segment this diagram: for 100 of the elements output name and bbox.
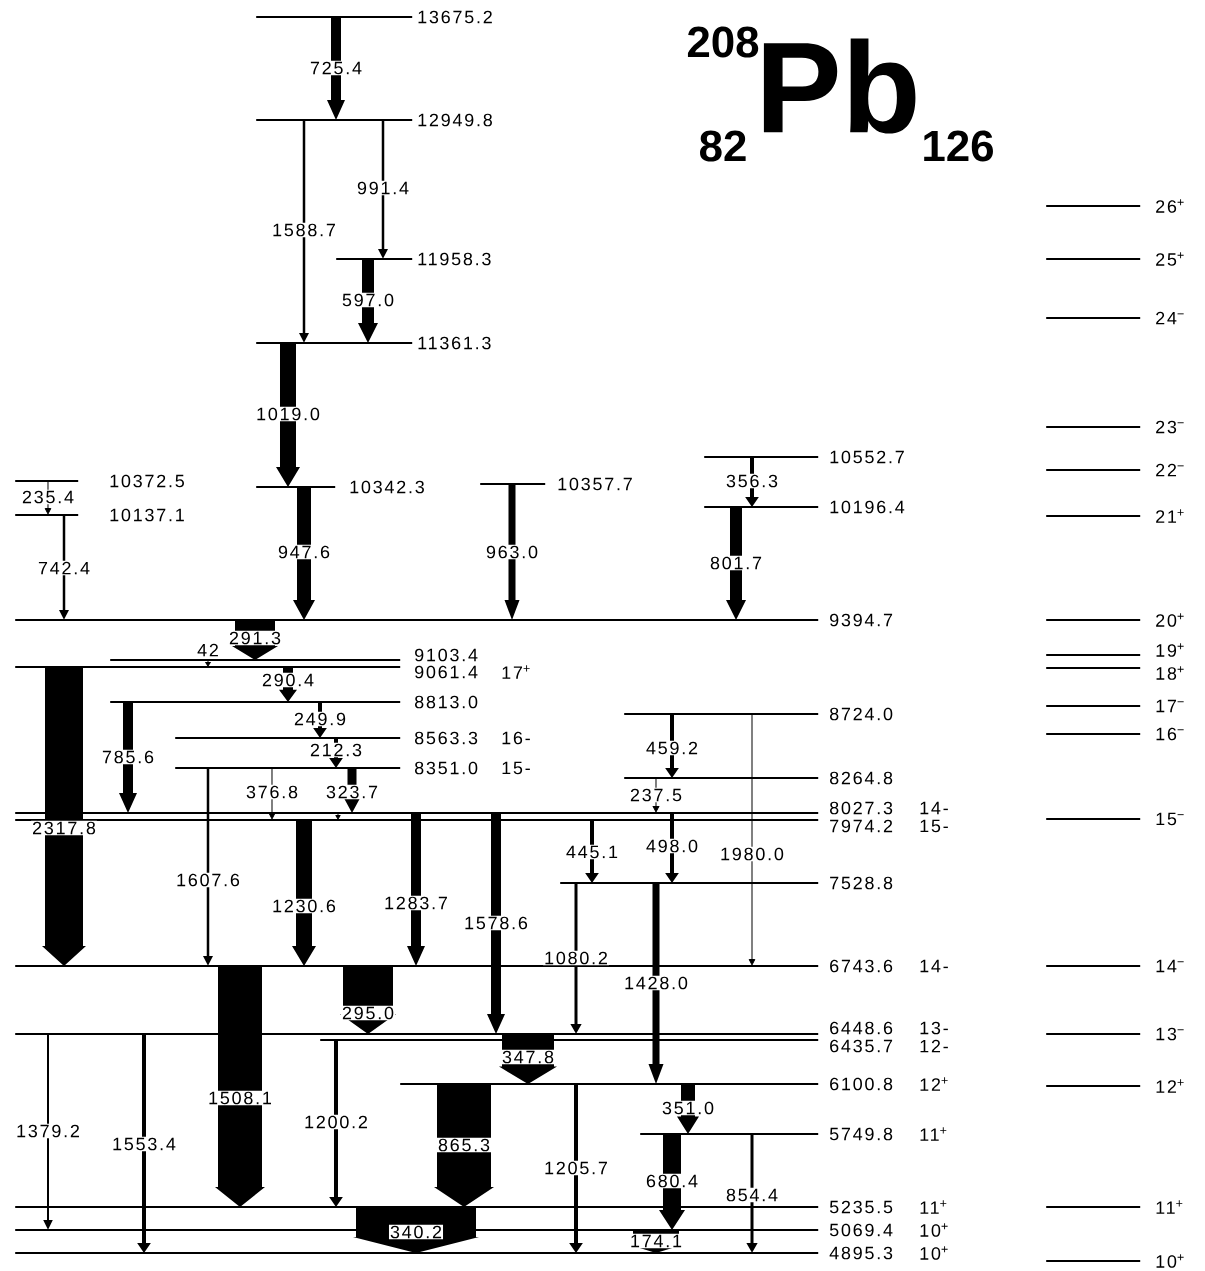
energy-label: 11361.3: [418, 336, 491, 350]
edge-label: 1019.0: [255, 406, 321, 422]
edge-label: 323.7: [325, 784, 379, 800]
transition-arrow: [335, 812, 341, 820]
transition-arrow: [42, 667, 86, 966]
energy-label: 6743.6: [830, 959, 893, 973]
spin-label: 10$^{+}$: [920, 1223, 948, 1237]
spin-label: 13$^{−}$: [1156, 1027, 1184, 1041]
energy-label: 12949.8: [418, 113, 492, 127]
edge-label: 801.7: [708, 555, 763, 571]
energy-label: 7528.8: [830, 876, 893, 890]
energy-label: 10372.5: [110, 474, 184, 488]
spin-label: 13-: [920, 1021, 948, 1035]
energy-label: 6100.8: [830, 1077, 893, 1091]
edge-label: 249.9: [293, 711, 347, 727]
energy-label: 10552.7: [830, 450, 904, 464]
edge-label: 991.4: [355, 180, 410, 196]
spin-label: 15$^{−}$: [1156, 812, 1184, 826]
spin-label: 11$^{+}$: [920, 1127, 947, 1141]
spin-label: 22$^{−}$: [1156, 463, 1184, 477]
edge-label: 459.2: [644, 740, 699, 756]
spin-label: 11$^{+}$: [1156, 1200, 1183, 1214]
edge-label: 290.4: [261, 672, 315, 688]
transition-arrow: [487, 813, 505, 1034]
energy-label: 5069.4: [829, 1223, 893, 1237]
edge-label: 237.5: [628, 787, 683, 803]
spin-label: 17$^{−}$: [1156, 699, 1184, 713]
transition-arrow: [205, 659, 211, 667]
spin-label: 18$^{+}$: [1156, 666, 1184, 680]
edge-label: 680.4: [644, 1173, 699, 1189]
energy-label: 7974.2: [830, 819, 893, 833]
energy-label: 9103.4: [415, 648, 478, 662]
atomic-number: 82: [700, 130, 746, 162]
energy-label: 8264.8: [830, 771, 893, 785]
element-symbol: Pb: [763, 38, 916, 134]
spin-label: 12-: [920, 1039, 948, 1053]
edge-label: 356.3: [724, 473, 779, 489]
edge-label: 725.4: [309, 60, 363, 76]
energy-label: 11958.3: [418, 252, 491, 266]
energy-label: 5749.8: [829, 1127, 893, 1141]
edge-label: 1200.2: [303, 1114, 369, 1130]
edge-label: 498.0: [644, 838, 699, 854]
spin-label: 11$^{+}$: [920, 1200, 947, 1214]
edge-label: 1578.6: [463, 915, 529, 931]
edge-label: 1230.6: [271, 898, 337, 914]
spin-label: 15-: [920, 819, 948, 833]
energy-label: 8563.3: [415, 731, 478, 745]
edge-label: 1379.2: [15, 1123, 81, 1139]
spin-label: 12$^{+}$: [1156, 1079, 1184, 1093]
edge-label: 963.0: [484, 544, 539, 560]
edge-label: 445.1: [564, 844, 619, 860]
transition-arrow: [648, 883, 664, 1084]
edge-label: 742.4: [37, 560, 91, 576]
energy-label: 4895.3: [829, 1246, 893, 1260]
energy-label: 6448.6: [830, 1021, 893, 1035]
transition-arrow: [276, 343, 300, 487]
transition-arrow: [407, 813, 425, 966]
spin-label: 20$^{+}$: [1156, 613, 1184, 627]
energy-label: 13675.2: [418, 10, 492, 24]
edge-label: 597.0: [340, 292, 395, 308]
transition-arrow: [292, 820, 316, 966]
edge-label: 42: [196, 642, 220, 658]
spin-label: 16-: [502, 731, 530, 745]
energy-label: 9394.7: [830, 613, 893, 627]
edge-label: 1428.0: [623, 975, 689, 991]
spin-label: 26$^{+}$: [1156, 199, 1184, 213]
edge-label: 351.0: [660, 1100, 715, 1116]
spin-label: 10$^{+}$: [920, 1246, 948, 1260]
energy-label: 10196.4: [830, 500, 905, 514]
spin-label: 23$^{−}$: [1156, 420, 1184, 434]
energy-label: 10342.3: [350, 480, 424, 494]
edge-label: 1283.7: [383, 895, 449, 911]
spin-label: 14$^{−}$: [1156, 959, 1184, 973]
edge-label: 854.4: [724, 1187, 779, 1203]
spin-label: 17$^{+}$: [502, 665, 530, 679]
edge-label: 1553.4: [111, 1136, 177, 1152]
edge-label: 291.3: [228, 630, 282, 646]
spin-label: 12$^{+}$: [920, 1077, 948, 1091]
mass-number: 208: [687, 26, 759, 58]
edge-label: 235.4: [21, 489, 75, 505]
spin-label: 16$^{−}$: [1156, 727, 1184, 741]
neutron-number: 126: [924, 130, 993, 162]
energy-label: 10137.1: [110, 508, 184, 522]
spin-label: 19$^{+}$: [1156, 643, 1184, 657]
transition-arrow: [748, 713, 756, 966]
edge-label: 212.3: [309, 742, 363, 758]
edge-label: 1980.0: [719, 846, 785, 862]
edge-label: 376.8: [245, 784, 299, 800]
edge-label: 947.6: [277, 544, 331, 560]
edge-label: 1080.2: [543, 950, 609, 966]
transition-arrow: [215, 966, 265, 1207]
spin-label: 25$^{+}$: [1156, 252, 1184, 266]
energy-label: 5235.5: [829, 1200, 893, 1214]
spin-label: 14-: [920, 959, 948, 973]
spin-label: 15-: [502, 761, 530, 775]
edge-label: 1508.1: [207, 1090, 273, 1106]
transition-arrow: [434, 1084, 494, 1207]
energy-label: 10357.7: [558, 477, 632, 491]
spin-label: 10$^{+}$: [1156, 1254, 1184, 1268]
spin-label: 24$^{−}$: [1156, 311, 1184, 325]
